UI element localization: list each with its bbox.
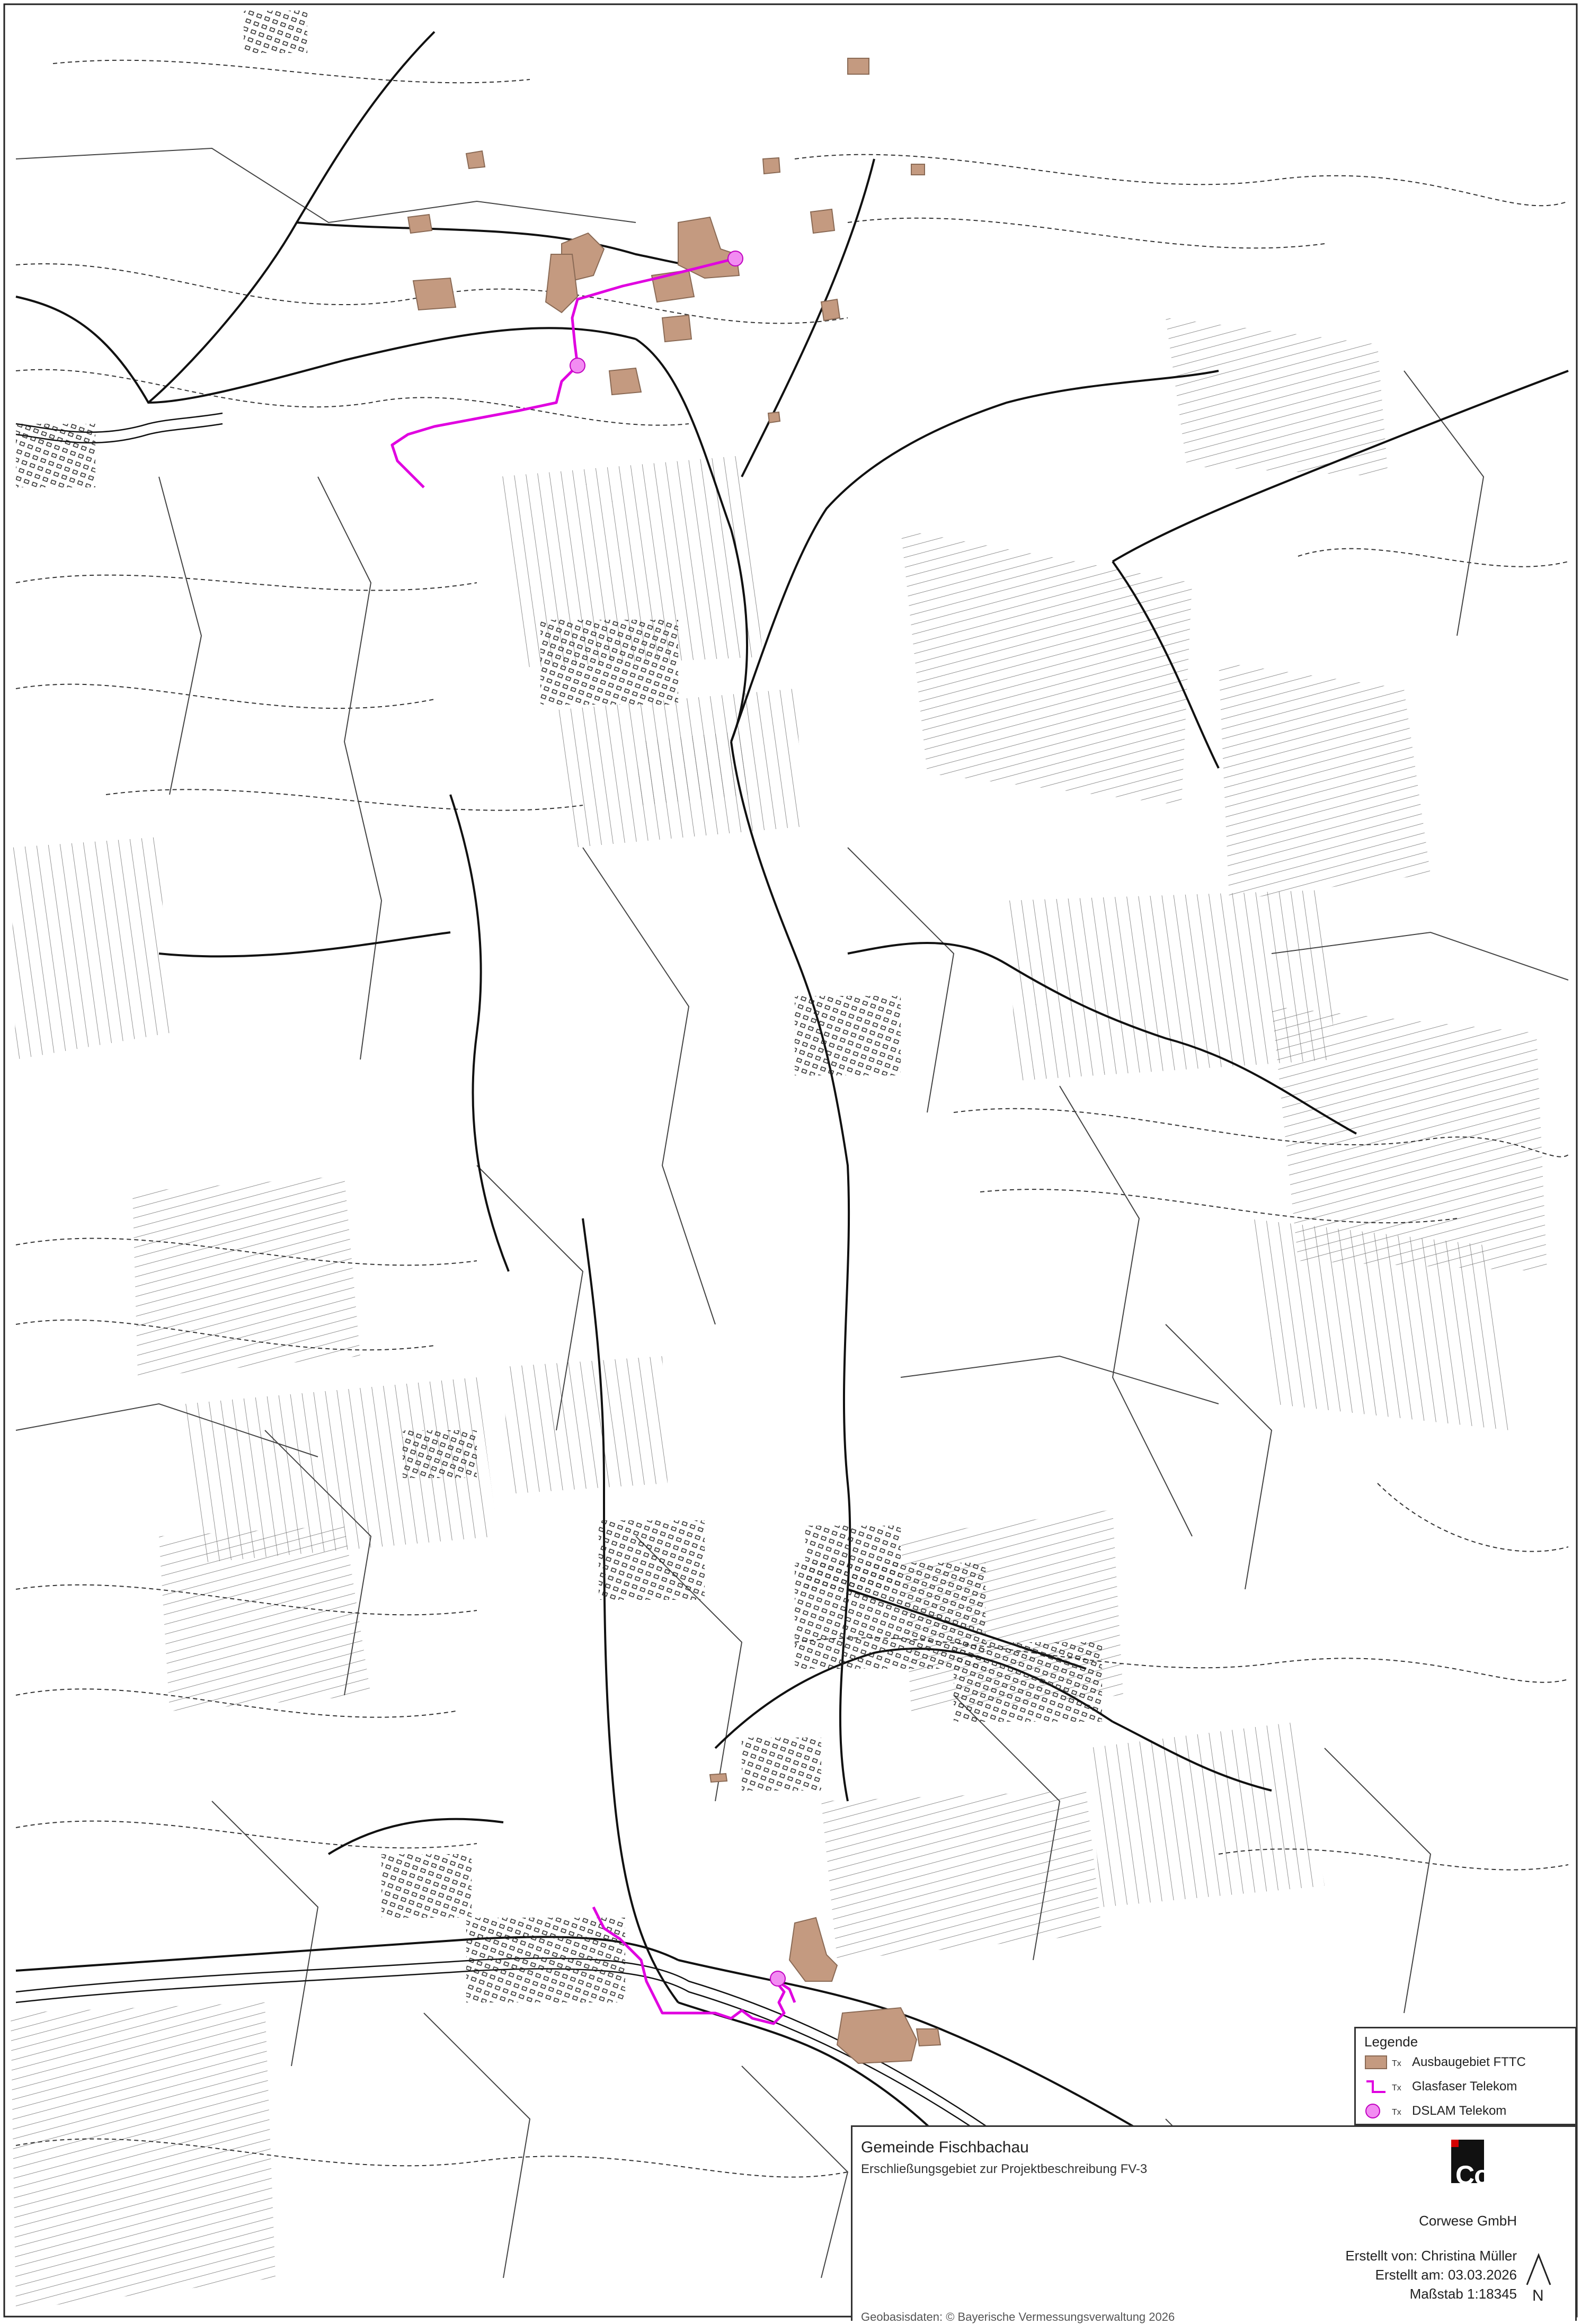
map-legend: Legende Tx Ausbaugebiet FTTC Tx Glasfase… [1354, 2027, 1577, 2125]
legend-item-fiber: Tx Glasfaser Telekom [1364, 2076, 1571, 2097]
title-block: Gemeinde Fischbachau Erschließungsgebiet… [851, 2125, 1577, 2323]
map-scale: Maßstab 1:18345 [1409, 2286, 1517, 2302]
field-strips [11, 318, 1547, 2310]
company-name: Corwese GmbH [1419, 2213, 1517, 2229]
legend-item-dslam: Tx DSLAM Telekom [1364, 2100, 1571, 2122]
created-on: Erstellt am: 03.03.2026 [1375, 2267, 1517, 2283]
project-subtitle: Erschließungsgebiet zur Projektbeschreib… [861, 2162, 1148, 2176]
fttc-areas [407, 58, 942, 2064]
municipality-title: Gemeinde Fischbachau [861, 2139, 1029, 2156]
dslam-point-symbol [1365, 2104, 1380, 2118]
north-label: N [1532, 2287, 1544, 2304]
dslam-points [570, 251, 786, 1987]
legend-tx-mark: Tx [1392, 2059, 1401, 2068]
north-arrow: N [1523, 2252, 1555, 2306]
company-logo: Corwese [1451, 2140, 1562, 2198]
legend-tx-mark: Tx [1392, 2108, 1401, 2117]
legend-item-fttc: Tx Ausbaugebiet FTTC [1364, 2052, 1571, 2073]
legend-item-label: Ausbaugebiet FTTC [1412, 2055, 1526, 2069]
fiber-lines [390, 257, 796, 2025]
logo-red-square [1451, 2140, 1459, 2147]
settlements [16, 11, 1102, 2002]
fttc-area-symbol [1365, 2055, 1387, 2069]
logo-wordmark: Corwese [1455, 2160, 1562, 2190]
created-by: Erstellt von: Christina Müller [1345, 2248, 1517, 2264]
legend-tx-mark: Tx [1392, 2083, 1401, 2093]
fiber-line-symbol [1366, 2080, 1385, 2093]
data-source: Geobasisdaten: © Bayerische Vermessungsv… [861, 2310, 1175, 2323]
north-arrow-icon [1526, 2252, 1551, 2285]
legend-item-label: DSLAM Telekom [1412, 2104, 1507, 2118]
legend-item-label: Glasfaser Telekom [1412, 2079, 1517, 2094]
legend-title: Legende [1364, 2034, 1418, 2050]
